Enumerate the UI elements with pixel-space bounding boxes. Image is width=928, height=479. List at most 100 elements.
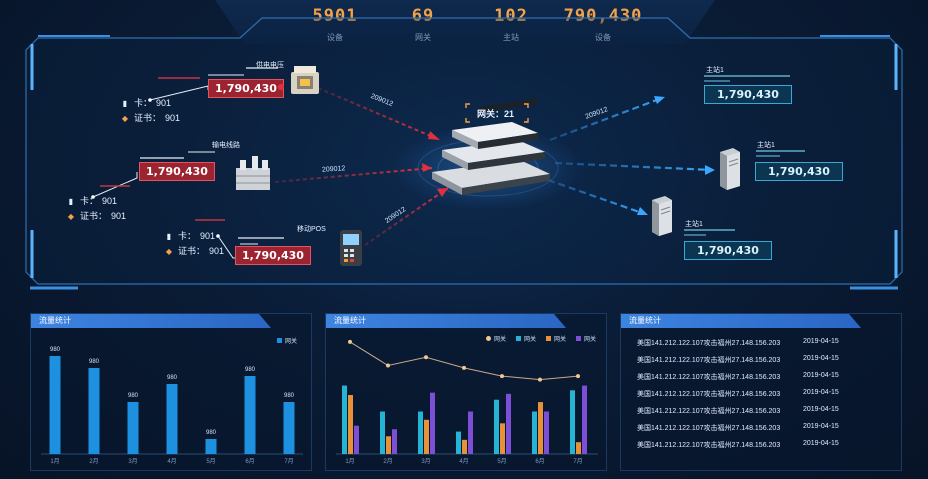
certificate-icon: ◆ [165,247,173,256]
attack-description: 美国141.212.122.107攻击福州27.148.156.203 [637,374,781,381]
stat-stations: 102 主站 [456,6,566,43]
x-tick-label: 3月 [128,458,137,465]
gateway-label: 网关：21 [477,109,515,119]
x-tick-label: 3月 [421,458,430,465]
stats-bar [215,0,715,44]
list-item[interactable]: 美国141.212.122.107攻击福州27.148.156.203 2019-… [637,423,839,433]
cert-label: 证书： [80,211,108,221]
source-info: ▮卡：901 ◆证书：901 [164,229,224,259]
x-tick-label: 6月 [535,458,544,465]
source-value[interactable]: 1,790,430 [208,79,284,98]
legend-swatch [485,336,491,341]
station-value[interactable]: 1,790,430 [755,162,843,181]
attack-description: 美国141.212.122.107攻击福州27.148.156.203 [637,408,781,415]
sim-card-icon: ▮ [166,232,172,241]
attack-date: 2019-04-15 [803,355,839,362]
certificate-icon: ◆ [67,212,75,221]
pos-terminal-icon [340,230,362,266]
bar-value-label: 980 [50,347,61,353]
x-tick-label: 1月 [50,458,59,465]
cert-label: 证书： [178,246,206,256]
bar [538,402,543,454]
station-value[interactable]: 1,790,430 [684,241,772,260]
panel-title: 流量统计 [621,314,861,328]
bar [462,439,467,454]
source-info: ▮卡：901 ◆证书：901 [66,194,126,224]
line-point [576,374,580,379]
attack-description: 美国141.212.122.107攻击福州27.148.156.203 [637,340,781,347]
bar [582,385,587,454]
source-name: 供电电压 [256,62,284,69]
card-value: 901 [102,196,118,206]
bar [392,429,397,454]
bar [244,376,256,454]
line-point [462,365,466,370]
sim-card-icon: ▮ [68,197,74,206]
stat-label: 主站 [456,32,566,43]
topology-frame [25,17,903,290]
bar [500,423,505,454]
bar [166,384,178,454]
legend-label: 网关 [284,339,297,345]
legend-label: 网关 [553,337,566,343]
bar [354,425,359,454]
cert-value: 901 [111,211,127,221]
source-value[interactable]: 1,790,430 [139,162,215,181]
line-point [424,355,428,360]
legend-swatch [276,338,282,343]
server-icon [720,148,740,190]
station-value[interactable]: 1,790,430 [704,85,792,104]
x-tick-label: 2月 [89,458,98,465]
x-tick-label: 4月 [459,458,468,465]
bar [456,431,461,454]
bar-value-label: 980 [245,367,256,373]
card-value: 901 [156,98,172,108]
stat-label: 设备 [280,32,390,43]
source-name: 移动POS [297,226,326,233]
transmission-line-icon [236,156,270,190]
source-value[interactable]: 1,790,430 [235,246,311,265]
cert-value: 901 [209,246,225,256]
certificate-icon: ◆ [121,114,129,123]
line-point [538,377,542,382]
bar [506,393,511,454]
list-item[interactable]: 美国141.212.122.107攻击福州27.148.156.203 2019-… [637,355,839,365]
legend-label: 网关 [493,337,506,343]
bar [424,419,429,454]
bar [205,439,217,454]
legend-swatch [575,336,581,341]
sim-card-icon: ▮ [122,99,128,108]
bar [468,411,473,454]
stat-value: 69 [411,6,435,26]
bar [544,411,549,454]
x-tick-label: 2月 [383,458,392,465]
panel-title: 流量统计 [326,314,566,328]
traffic-panel-3: 流量统计 美国141.212.122.107攻击福州27.148.156.203… [620,313,902,471]
attack-description: 美国141.212.122.107攻击福州27.148.156.203 [637,357,781,364]
bar [88,368,100,454]
source-info: ▮卡：901 ◆证书：901 [120,96,180,126]
attack-description: 美国141.212.122.107攻击福州27.148.156.203 [637,425,781,432]
source-name: 输电线路 [212,142,240,149]
bar [380,411,385,454]
bar-value-label: 980 [167,375,178,381]
x-tick-label: 4月 [167,458,176,465]
stat-value: 790,430 [563,6,643,26]
chart-legend: 网关 [276,336,297,345]
bar [348,395,353,454]
x-tick-label: 5月 [497,458,506,465]
bar [570,390,575,454]
attack-date: 2019-04-15 [803,423,839,430]
stat-devices: 5901 设备 [280,6,390,43]
x-tick-label: 1月 [345,458,354,465]
bar [386,436,391,454]
station-name: 主站1 [757,142,775,149]
card-label: 卡： [134,98,153,108]
